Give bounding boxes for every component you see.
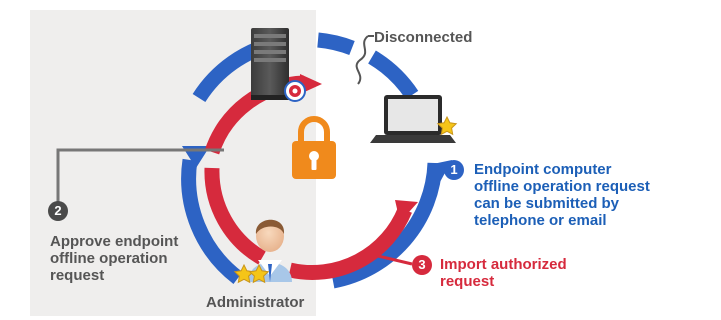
step-1-line: offline operation request	[474, 178, 650, 195]
step-1-line: telephone or email	[474, 212, 607, 229]
step-2-line: request	[50, 267, 105, 284]
step-2-line: offline operation	[50, 250, 168, 267]
step-3-badge: 3	[412, 255, 432, 275]
step-3-text: Import authorized request	[440, 256, 567, 290]
step-1-text: Endpoint computer offline operation requ…	[474, 161, 650, 229]
step-3-connector	[377, 254, 413, 266]
step-1-line: Endpoint computer	[474, 161, 612, 178]
step-3-line: request	[440, 273, 495, 290]
step-2-line: Approve endpoint	[50, 233, 179, 250]
red-arrowhead-right	[395, 200, 418, 222]
star-icon	[436, 115, 458, 136]
step-3-line: Import authorized	[440, 256, 567, 273]
step-1-badge: 1	[444, 160, 464, 180]
disconnect-squiggle	[355, 35, 369, 85]
step-1-line: can be submitted by	[474, 195, 620, 212]
step-2-connector	[56, 148, 224, 204]
server-icon	[251, 28, 289, 100]
laptop-icon	[370, 95, 456, 143]
step-2-badge: 2	[48, 201, 68, 221]
lock-icon	[292, 116, 336, 179]
disconnect-gap	[353, 33, 371, 87]
administrator-label: Administrator	[206, 294, 305, 311]
disconnected-label: Disconnected	[374, 29, 473, 46]
star-icon	[248, 263, 270, 284]
step-2-text: Approve endpoint offline operation reque…	[50, 233, 178, 284]
target-icon	[284, 80, 306, 102]
